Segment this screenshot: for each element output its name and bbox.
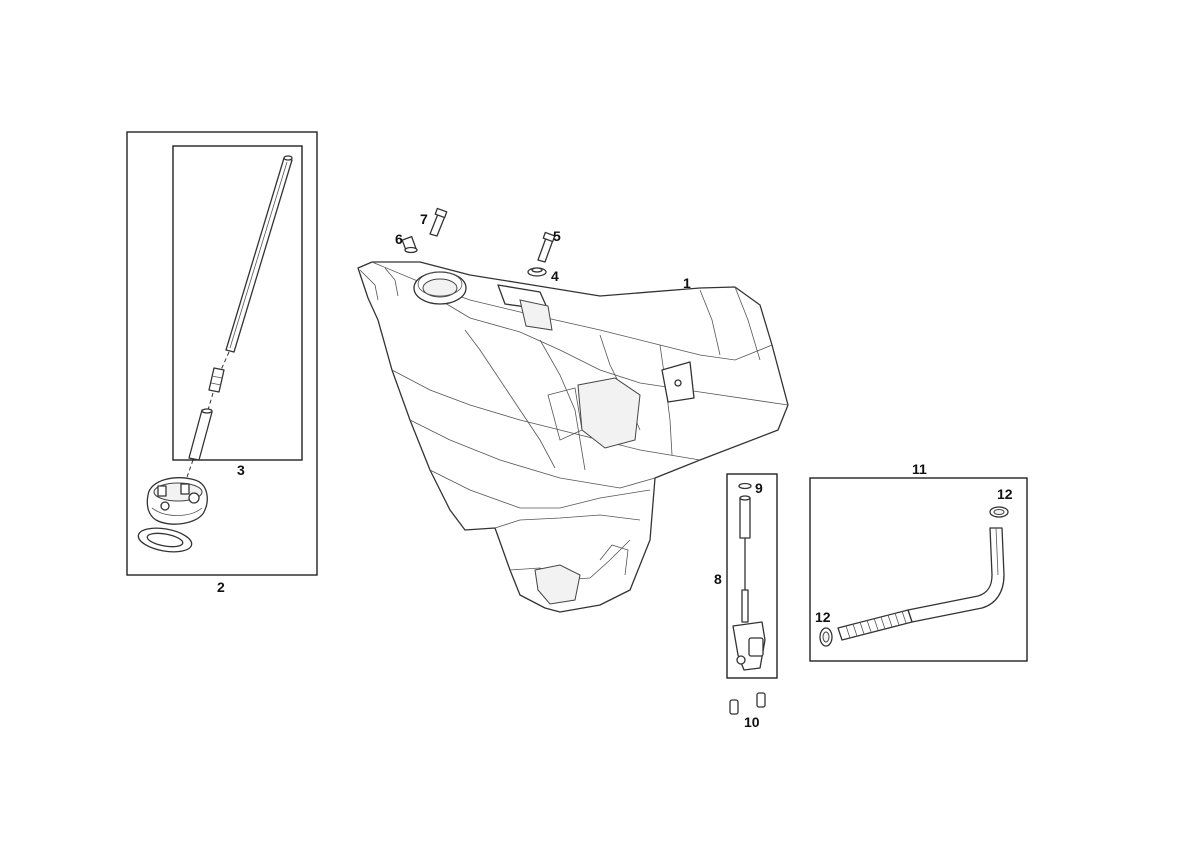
screw-10-icon bbox=[729, 692, 766, 715]
outer-frame-part-2 bbox=[126, 131, 318, 576]
fuel-cock-icon bbox=[732, 495, 766, 671]
callout-part-11: 11 bbox=[912, 461, 927, 477]
gasket-icon bbox=[137, 527, 193, 553]
fuel-hose-group: 11 12 12 bbox=[809, 461, 1028, 662]
inner-frame-part-3 bbox=[172, 145, 303, 461]
callout-part-9: 9 bbox=[755, 480, 763, 496]
callout-part-7: 7 bbox=[420, 211, 428, 227]
pump-housing-icon bbox=[146, 477, 208, 525]
fuel-tank-group: 7 6 5 4 1 bbox=[357, 207, 789, 613]
callout-part-6: 6 bbox=[395, 231, 403, 247]
callout-part-3: 3 bbox=[237, 462, 245, 478]
fuel-pump-assembly-group: 3 2 bbox=[126, 131, 318, 595]
frame-part-8 bbox=[726, 473, 778, 679]
lower-sleeve-icon bbox=[185, 408, 213, 481]
frame-part-11 bbox=[809, 477, 1028, 662]
hose-clamp-12-bottom-icon bbox=[819, 627, 833, 647]
bolt-5-icon bbox=[537, 231, 556, 263]
bolt-7-icon bbox=[429, 207, 448, 237]
callout-part-8: 8 bbox=[714, 571, 722, 587]
callout-part-12-bottom: 12 bbox=[815, 609, 831, 625]
fuel-cock-group: 9 8 10 bbox=[714, 473, 778, 730]
hose-clamp-12-top-icon bbox=[989, 506, 1009, 518]
washer-4-icon bbox=[527, 267, 547, 277]
callout-part-10: 10 bbox=[744, 714, 760, 730]
rod-connector-icon bbox=[207, 367, 225, 411]
o-ring-9-icon bbox=[738, 482, 752, 490]
callout-part-2: 2 bbox=[217, 579, 225, 595]
callout-part-5: 5 bbox=[553, 228, 561, 244]
washer-6-icon bbox=[401, 236, 418, 254]
fuel-hose-icon bbox=[837, 527, 1005, 641]
fuel-tank-icon bbox=[357, 261, 789, 613]
callout-part-12-top: 12 bbox=[997, 486, 1013, 502]
fuel-rod-icon bbox=[220, 155, 293, 371]
callout-part-1: 1 bbox=[683, 275, 691, 291]
callout-part-4: 4 bbox=[551, 268, 559, 284]
